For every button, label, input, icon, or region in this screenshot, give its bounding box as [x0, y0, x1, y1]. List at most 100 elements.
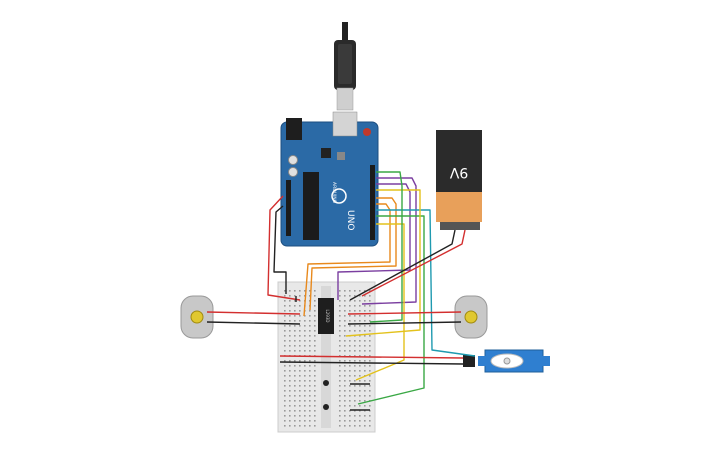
motor-driver-ic[interactable]: L293D [318, 298, 334, 334]
breadboard-hole [299, 295, 301, 297]
breadboard-hole [304, 370, 306, 372]
breadboard-hole [344, 370, 346, 372]
breadboard-hole [359, 345, 361, 347]
breadboard-hole [289, 350, 291, 352]
breadboard-hole [369, 365, 371, 367]
breadboard-hole [314, 315, 316, 317]
dc-motor-left[interactable] [180, 295, 214, 339]
breadboard-hole [354, 295, 356, 297]
wire-green [357, 215, 425, 405]
push-button-2[interactable] [323, 404, 329, 410]
breadboard-hole [339, 390, 341, 392]
breadboard-hole [359, 420, 361, 422]
arduino-uno[interactable]: UNO ARDUINO [280, 111, 379, 247]
dc-motor-right[interactable] [454, 295, 488, 339]
servo-connector [463, 355, 475, 367]
wire-green-2 [369, 171, 403, 323]
breadboard-hole [304, 395, 306, 397]
usb-cable[interactable] [334, 22, 356, 111]
breadboard-hole [304, 425, 306, 427]
breadboard-hole [339, 305, 341, 307]
breadboard-hole [349, 415, 351, 417]
servo-motor[interactable] [463, 349, 550, 373]
breadboard-hole [364, 340, 366, 342]
breadboard-hole [284, 310, 286, 312]
breadboard-hole [339, 310, 341, 312]
wire-yellow-2 [345, 189, 421, 337]
breadboard-hole [354, 415, 356, 417]
breadboard-hole [344, 345, 346, 347]
wire-yellow [355, 223, 405, 381]
breadboard-hole [354, 380, 356, 382]
breadboard-hole [354, 400, 356, 402]
breadboard-hole [339, 300, 341, 302]
usb-plug-grip [338, 44, 352, 84]
breadboard-hole [349, 300, 351, 302]
breadboard-hole [284, 315, 286, 317]
breadboard-hole [309, 330, 311, 332]
breadboard-hole [359, 405, 361, 407]
breadboard-hole [354, 315, 356, 317]
breadboard-hole [364, 320, 366, 322]
breadboard-hole [344, 330, 346, 332]
breadboard-hole [304, 360, 306, 362]
breadboard-hole [339, 340, 341, 342]
battery-9v[interactable]: 9V [436, 130, 482, 230]
breadboard-hole [299, 365, 301, 367]
battery-top [436, 130, 482, 192]
breadboard-hole [314, 320, 316, 322]
breadboard-hole [294, 310, 296, 312]
breadboard-hole [364, 405, 366, 407]
breadboard-hole [289, 360, 291, 362]
breadboard-hole [349, 375, 351, 377]
breadboard-hole [294, 425, 296, 427]
breadboard-hole [349, 410, 351, 412]
breadboard-hole [369, 325, 371, 327]
breadboard-hole [354, 385, 356, 387]
breadboard-hole [299, 370, 301, 372]
breadboard-hole [284, 350, 286, 352]
push-button-1-cap [323, 380, 329, 386]
breadboard-hole [354, 410, 356, 412]
breadboard-hole [344, 290, 346, 292]
breadboard-hole [314, 375, 316, 377]
breadboard-hole [289, 405, 291, 407]
breadboard-hole [354, 405, 356, 407]
breadboard-hole [359, 415, 361, 417]
breadboard-hole [299, 380, 301, 382]
breadboard-hole [339, 345, 341, 347]
breadboard-hole [339, 325, 341, 327]
breadboard-hole [369, 300, 371, 302]
breadboard-hole [344, 305, 346, 307]
breadboard-hole [354, 425, 356, 427]
breadboard-hole [304, 385, 306, 387]
breadboard-hole [309, 320, 311, 322]
breadboard-hole [294, 390, 296, 392]
breadboard-hole [344, 405, 346, 407]
breadboard-hole [309, 390, 311, 392]
breadboard-hole [294, 340, 296, 342]
breadboard-hole [299, 340, 301, 342]
breadboard-hole [364, 305, 366, 307]
breadboard-hole [299, 385, 301, 387]
breadboard-hole [344, 355, 346, 357]
breadboard-hole [349, 330, 351, 332]
breadboard-hole [284, 390, 286, 392]
digital-header [370, 165, 375, 240]
breadboard-hole [314, 380, 316, 382]
breadboard-hole [339, 380, 341, 382]
breadboard-hole [369, 420, 371, 422]
breadboard-hole [359, 400, 361, 402]
breadboard-hole [344, 395, 346, 397]
breadboard-hole [289, 400, 291, 402]
breadboard-hole [289, 385, 291, 387]
breadboard-hole [349, 370, 351, 372]
push-button-1[interactable] [323, 380, 329, 386]
breadboard-hole [284, 400, 286, 402]
breadboard-hole [299, 330, 301, 332]
breadboard-hole [369, 340, 371, 342]
breadboard-hole [354, 395, 356, 397]
breadboard-hole [314, 360, 316, 362]
wire-servo-signal [376, 209, 476, 357]
breadboard-hole [364, 390, 366, 392]
